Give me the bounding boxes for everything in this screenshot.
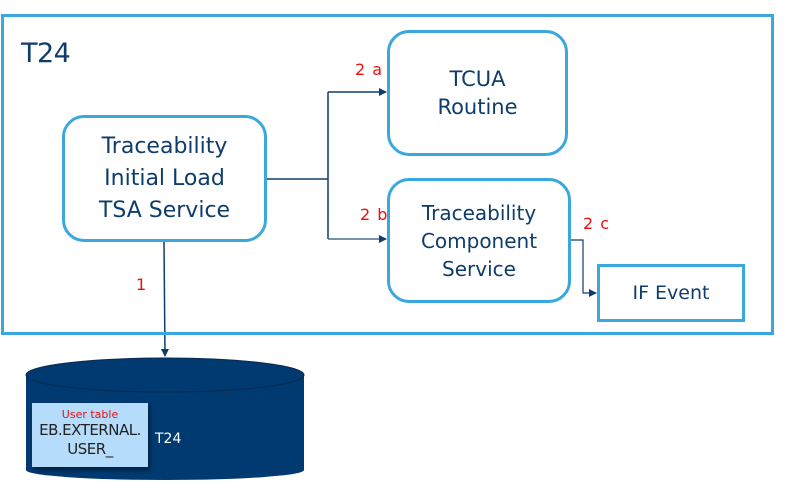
step-label-2a: 2 a xyxy=(355,60,384,79)
user-table-name-line: EB.EXTERNAL. xyxy=(39,421,141,439)
container-title: T24 xyxy=(21,38,71,69)
node-label-line: Service xyxy=(442,256,516,281)
user-table-name-line: USER_ xyxy=(67,440,113,458)
node-if-event[interactable]: IF Event xyxy=(597,264,745,322)
user-table-caption: User table xyxy=(61,408,119,421)
node-tcua-routine[interactable]: TCUA Routine xyxy=(387,30,568,156)
database-top xyxy=(25,357,305,393)
node-label: IF Event xyxy=(632,282,710,304)
arrow-1 xyxy=(160,241,169,357)
node-label-line: Traceability xyxy=(101,133,228,159)
node-label-line: Initial Load xyxy=(104,165,225,191)
database-label: T24 xyxy=(155,431,182,447)
node-label-line: TSA Service xyxy=(98,197,231,223)
node-traceability-component-service[interactable]: Traceability Component Service xyxy=(387,178,571,303)
node-label-line: Component xyxy=(420,228,538,253)
user-table-box[interactable]: User table EB.EXTERNAL. USER_ xyxy=(32,403,148,467)
node-initial-load-tsa-service[interactable]: Traceability Initial Load TSA Service xyxy=(62,115,267,242)
arrow-2c xyxy=(571,239,597,297)
node-label-line: TCUA xyxy=(449,67,506,91)
step-label-1: 1 xyxy=(136,275,148,294)
t24-container xyxy=(1,14,774,335)
node-label-line: Traceability xyxy=(421,200,537,225)
node-label-line: Routine xyxy=(437,95,518,119)
step-label-2b: 2 b xyxy=(360,205,389,224)
step-label-2c: 2 c xyxy=(583,214,611,233)
